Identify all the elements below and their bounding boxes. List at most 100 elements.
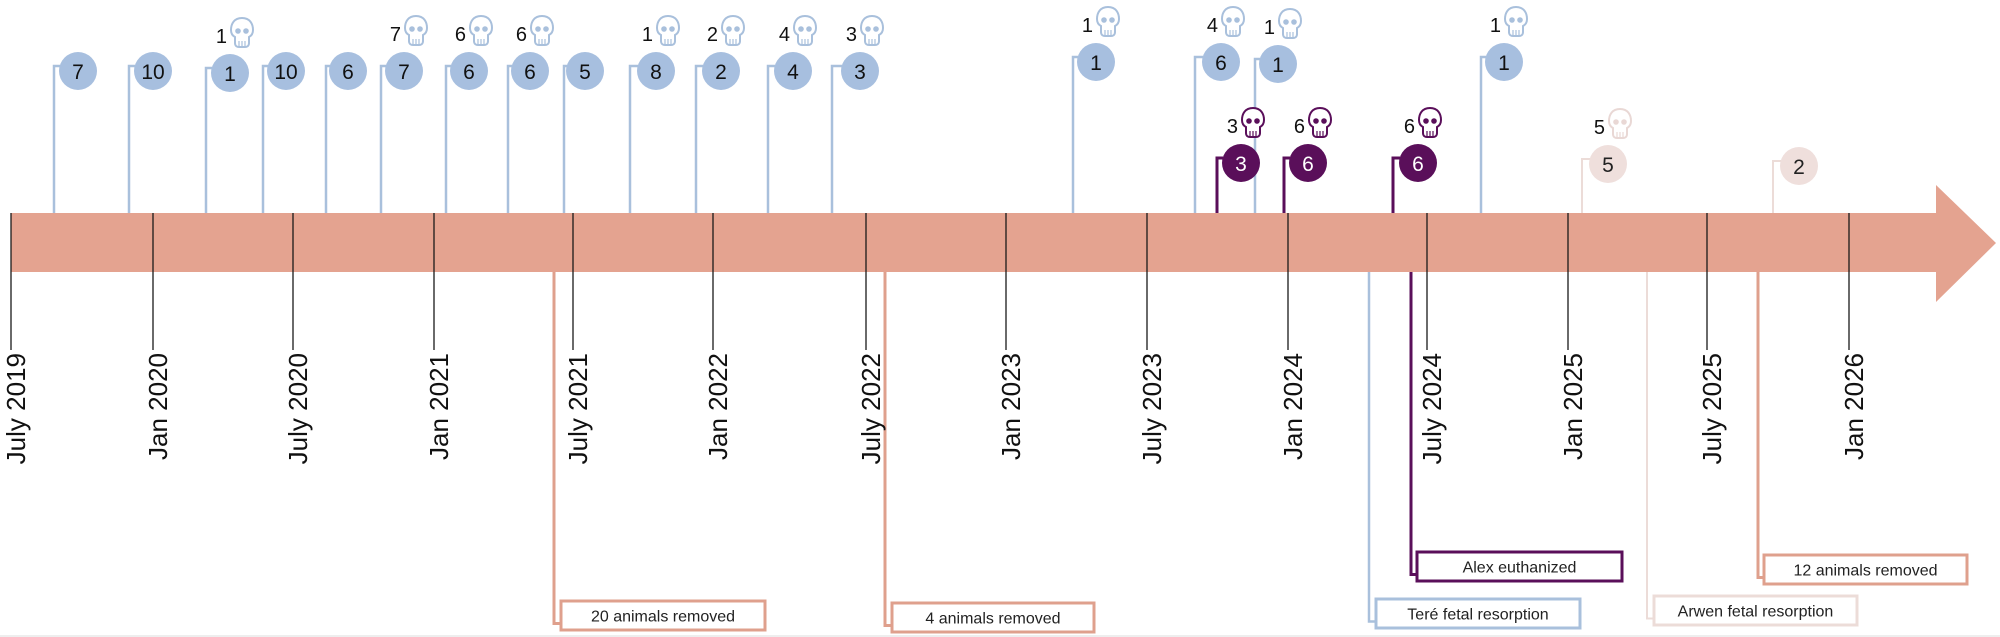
event-count-circle (329, 52, 367, 90)
axis-tick: Jan 2021 (424, 213, 454, 460)
event-marker-blue: 11 (1479, 5, 1529, 213)
skull-icon (1220, 5, 1246, 37)
event-count: 1 (1498, 52, 1510, 75)
axis-tick: July 2022 (856, 213, 886, 464)
death-count: 1 (642, 24, 653, 46)
callout-pale: Arwen fetal resorption (1646, 272, 1859, 627)
event-count: 6 (463, 61, 475, 84)
skull-icon (792, 14, 818, 46)
event-marker-blue: 44 (766, 14, 818, 213)
death-count: 6 (1294, 116, 1305, 138)
event-marker-blue: 81 (628, 14, 681, 213)
axis-tick: July 2019 (1, 213, 31, 464)
event-marker-blue: 11 (1071, 5, 1121, 213)
tick-label: July 2020 (283, 353, 313, 464)
event-count-circle (385, 52, 423, 90)
event-stem (506, 64, 512, 213)
skull-icon (1277, 7, 1303, 39)
callout-box (1415, 550, 1624, 583)
event-count: 2 (715, 61, 727, 84)
skull-icon (1417, 106, 1443, 138)
tick-label: July 2025 (1697, 353, 1727, 464)
arrow-head (1936, 185, 1996, 302)
callout-connector (1756, 272, 1764, 579)
event-stem (1479, 55, 1486, 213)
skull-icon (1240, 106, 1266, 138)
event-count-circle (1289, 144, 1327, 182)
event-count-circle (1259, 45, 1297, 83)
callout-label: Alex euthanized (1463, 560, 1577, 577)
event-count: 1 (1090, 52, 1102, 75)
callout-salmon: 20 animals removed (552, 272, 767, 632)
callout-connector (1367, 272, 1376, 623)
callout-connector (1646, 272, 1654, 620)
event-count-circle (1399, 144, 1437, 182)
event-count: 2 (1793, 156, 1805, 179)
event-count-circle (450, 52, 488, 90)
event-count: 6 (342, 61, 354, 84)
axis-tick: Jan 2024 (1278, 213, 1308, 460)
death-count: 3 (846, 24, 857, 46)
callout-label: Arwen fetal resorption (1678, 604, 1834, 621)
death-count: 1 (1490, 15, 1501, 37)
event-stem (127, 64, 135, 213)
event-count: 1 (1272, 54, 1284, 77)
death-count: 4 (1207, 15, 1218, 37)
event-marker-pale: 2 (1772, 147, 1818, 213)
event-count-circle (1589, 145, 1627, 183)
event-stem (1215, 156, 1223, 213)
skull-icon (468, 14, 494, 46)
death-count: 1 (1264, 17, 1275, 39)
event-marker-purple: 33 (1215, 106, 1266, 213)
event-count-circle (1222, 144, 1260, 182)
tick-label: Jan 2025 (1558, 353, 1588, 460)
tick-label: July 2023 (1137, 353, 1167, 464)
axis-tick: Jan 2026 (1839, 213, 1869, 460)
event-stem (830, 64, 842, 213)
death-count: 7 (390, 24, 401, 46)
event-count-circle (1780, 147, 1818, 185)
event-count: 6 (524, 61, 536, 84)
callout-connector (1409, 272, 1417, 576)
skull-icon (720, 14, 746, 46)
timeline-bar (11, 213, 1937, 272)
event-marker-blue: 33 (830, 14, 885, 213)
callout-box (1374, 597, 1582, 630)
death-count: 6 (516, 24, 527, 46)
event-marker-blue: 10 (261, 52, 305, 213)
callout-salmon: 12 animals removed (1756, 272, 1969, 586)
event-stem (52, 64, 60, 213)
event-count-circle (1202, 43, 1240, 81)
event-count: 7 (72, 61, 84, 84)
event-marker-purple: 66 (1391, 106, 1443, 213)
event-marker-blue: 5 (562, 52, 604, 213)
event-count: 8 (650, 61, 662, 84)
callout-label: 20 animals removed (591, 609, 735, 626)
event-marker-blue: 64 (1193, 5, 1246, 213)
event-count: 6 (1215, 52, 1227, 75)
event-marker-blue: 77 (379, 14, 429, 213)
event-marker-blue: 7 (52, 52, 97, 213)
tick-label: Jan 2023 (996, 353, 1026, 460)
event-marker-blue: 6 (324, 52, 367, 213)
skull-icon (529, 14, 555, 46)
event-stem (562, 64, 567, 213)
tick-label: Jan 2021 (424, 353, 454, 460)
skull-icon (655, 14, 681, 46)
event-count: 5 (1602, 154, 1614, 177)
event-marker-purple: 66 (1282, 106, 1333, 213)
callout-label: Teré fetal resorption (1407, 607, 1548, 624)
death-count: 1 (1082, 15, 1093, 37)
event-stem (1391, 156, 1400, 213)
death-count: 6 (455, 24, 466, 46)
tick-label: July 2019 (1, 353, 31, 464)
event-count: 6 (1302, 153, 1314, 176)
tick-label: Jan 2024 (1278, 353, 1308, 460)
timeline-arrow (11, 185, 1996, 302)
axis-tick: Jan 2023 (996, 213, 1026, 460)
event-count: 5 (579, 61, 591, 84)
event-count-circle (267, 52, 305, 90)
event-count: 3 (854, 61, 866, 84)
tick-label: July 2021 (563, 353, 593, 464)
